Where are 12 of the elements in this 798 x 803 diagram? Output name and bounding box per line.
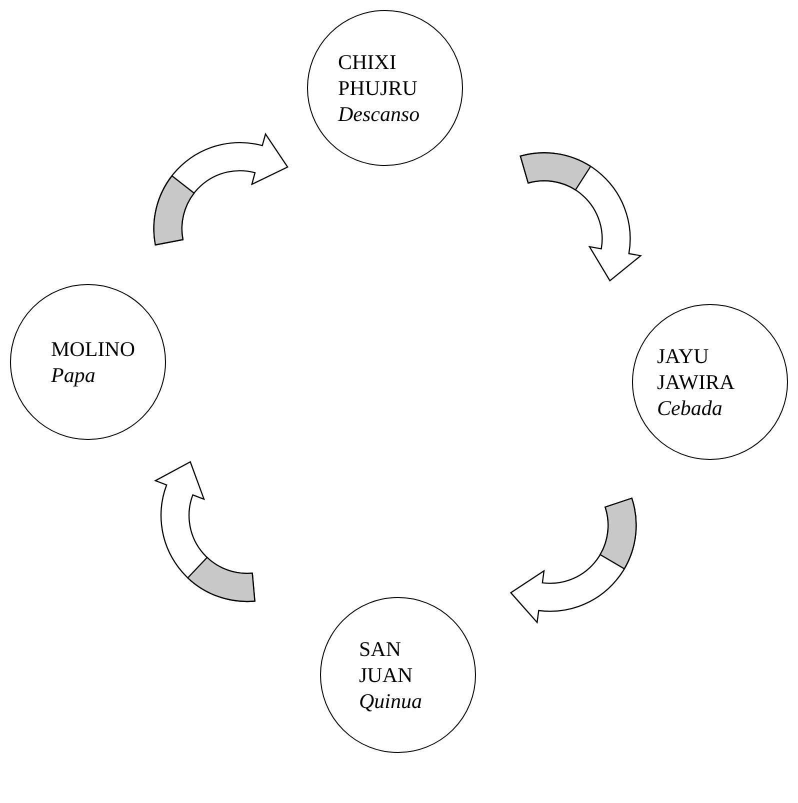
node-title: CHIXI PHUJRU [338, 49, 418, 101]
node-title: MOLINO [51, 336, 136, 362]
node-subtitle: Papa [51, 362, 96, 388]
curved-arrow [153, 134, 288, 246]
node-subtitle: Descanso [338, 101, 421, 127]
node-title: JAYU JAWIRA [657, 343, 736, 395]
curved-arrow [520, 152, 642, 282]
node-title: SAN JUAN [359, 636, 414, 688]
curved-arrow [510, 498, 637, 623]
node-subtitle: Cebada [657, 395, 724, 421]
node-subtitle: Quinua [359, 688, 423, 714]
curved-arrow [154, 461, 256, 602]
